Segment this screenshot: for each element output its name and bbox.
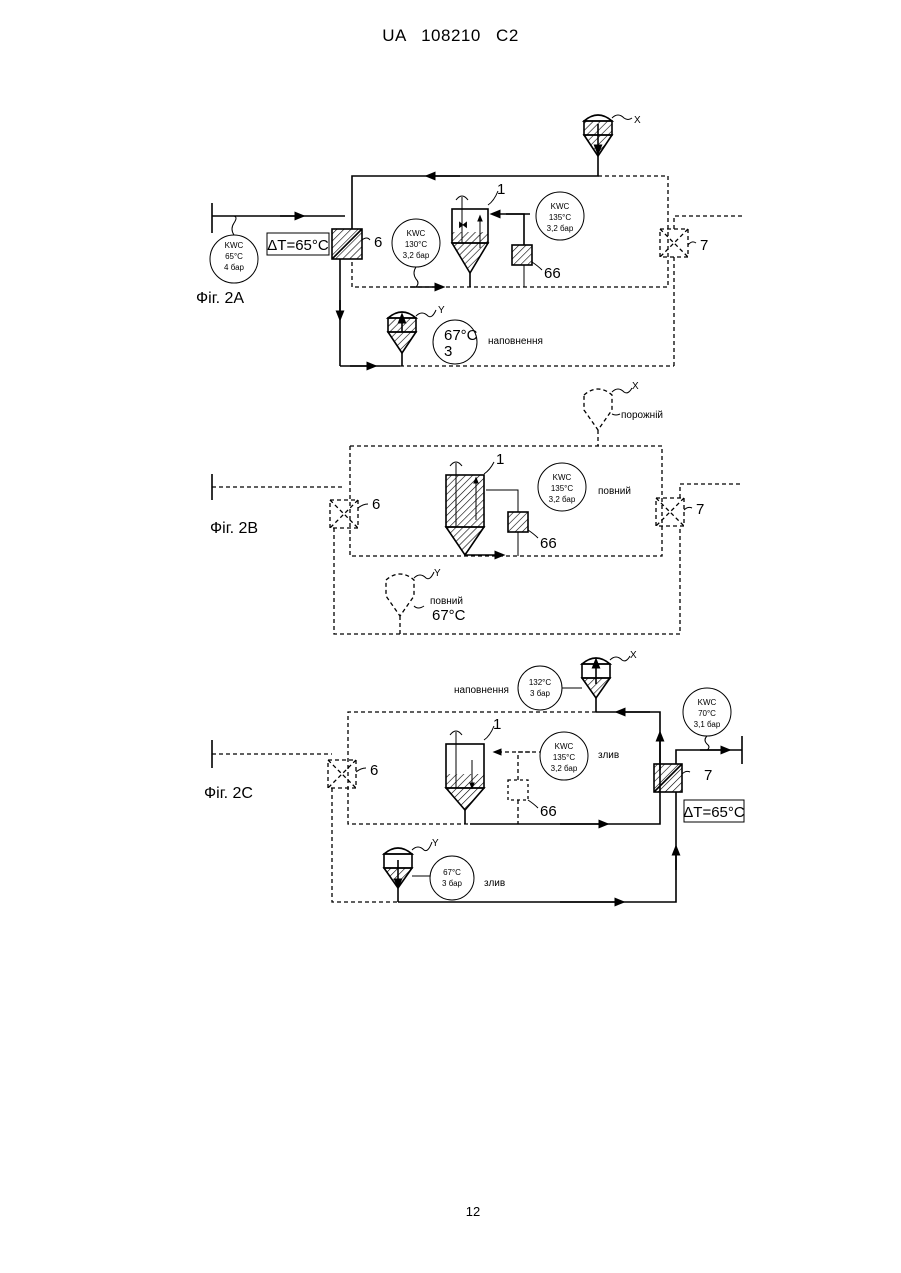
page-number: 12 [0, 1204, 901, 1219]
element-66 [512, 245, 532, 265]
temperature-label: 65°C [225, 252, 243, 261]
pressure-label: 3 бар [530, 689, 551, 698]
ref-y: Y [438, 305, 445, 316]
heat-exchanger-7 [656, 498, 684, 526]
ref-66: 66 [544, 265, 561, 282]
ref-6: 6 [370, 762, 378, 779]
delta-t-label: ΔT=65°C [683, 804, 745, 821]
temperature-label: 135°C [551, 484, 574, 493]
pressure-label: 3,2 бар [403, 251, 430, 260]
temperature-label: 67°C [432, 607, 466, 624]
ref-66: 66 [540, 803, 557, 820]
figure-title: Фіг. 2A [196, 290, 244, 307]
element-66 [508, 512, 528, 532]
pressure-label: 3 бар [442, 879, 463, 888]
ref-6: 6 [372, 496, 380, 513]
ref-x: X [630, 650, 637, 661]
ref-y: Y [434, 568, 441, 579]
ref-6: 6 [374, 234, 382, 251]
ref-7: 7 [700, 237, 708, 254]
figure-title: Фіг. 2C [204, 785, 253, 802]
kwc-label: KWC [407, 229, 426, 238]
pressure-label: 4 бар [224, 263, 245, 272]
temperature-label: 67°C [443, 868, 461, 877]
tank-x-circle [518, 666, 562, 710]
temperature-label: 135°C [553, 753, 576, 762]
svg-text:⧓: ⧓ [458, 220, 468, 231]
ref-x: X [632, 381, 639, 392]
pressure-label: 3,2 бар [551, 764, 578, 773]
ref-66: 66 [540, 535, 557, 552]
filling-label: наповнення [454, 685, 509, 696]
pressure-label: 3,1 бар [694, 720, 721, 729]
kwc-label: KWC [553, 473, 572, 482]
temperature-label: 132°C [529, 678, 552, 687]
full-label: повний [598, 486, 631, 497]
temperature-label: 70°C [698, 709, 716, 718]
heat-exchanger-6 [328, 760, 356, 788]
ref-7: 7 [696, 501, 704, 518]
heat-exchanger-6 [330, 500, 358, 528]
ref-7: 7 [704, 767, 712, 784]
tank-x [584, 389, 612, 430]
pressure-label: 3 [444, 343, 452, 360]
figure-title: Фіг. 2B [210, 520, 258, 537]
vessel-1 [446, 475, 484, 527]
ref-1: 1 [493, 716, 501, 733]
figure-2c: X 132°C 3 бар наповнення 6 1 KWC 135°C 3… [204, 650, 745, 902]
temperature-label: 130°C [405, 240, 428, 249]
pressure-label: 3,2 бар [547, 224, 574, 233]
kwc-label: KWC [698, 698, 717, 707]
element-66 [508, 780, 528, 800]
temperature-label: 135°C [549, 213, 572, 222]
pressure-label: 3,2 бар [549, 495, 576, 504]
tank-y-circle [430, 856, 474, 900]
kwc-label: KWC [551, 202, 570, 211]
heat-exchanger-7 [660, 229, 688, 257]
temperature-label: 67°C [444, 327, 478, 344]
ref-x: X [634, 115, 641, 126]
full-label: повний [430, 596, 463, 607]
empty-label: порожній [621, 410, 663, 421]
delta-t-label: ΔT=65°C [267, 237, 329, 254]
kwc-label: KWC [555, 742, 574, 751]
ref-y: Y [432, 838, 439, 849]
figure-2a: KWC 65°C 4 бар ΔT=65°C 6 X ⧓ 1 [196, 115, 742, 366]
ref-1: 1 [496, 451, 504, 468]
drain-label: злив [598, 750, 619, 761]
tank-y [386, 574, 414, 616]
drain-label: злив [484, 878, 505, 889]
figure-2b: X порожній 6 1 KWC 135°C 3,2 бар повний … [210, 381, 742, 634]
kwc-label: KWC [225, 241, 244, 250]
filling-label: наповнення [488, 336, 543, 347]
ref-1: 1 [497, 181, 505, 198]
